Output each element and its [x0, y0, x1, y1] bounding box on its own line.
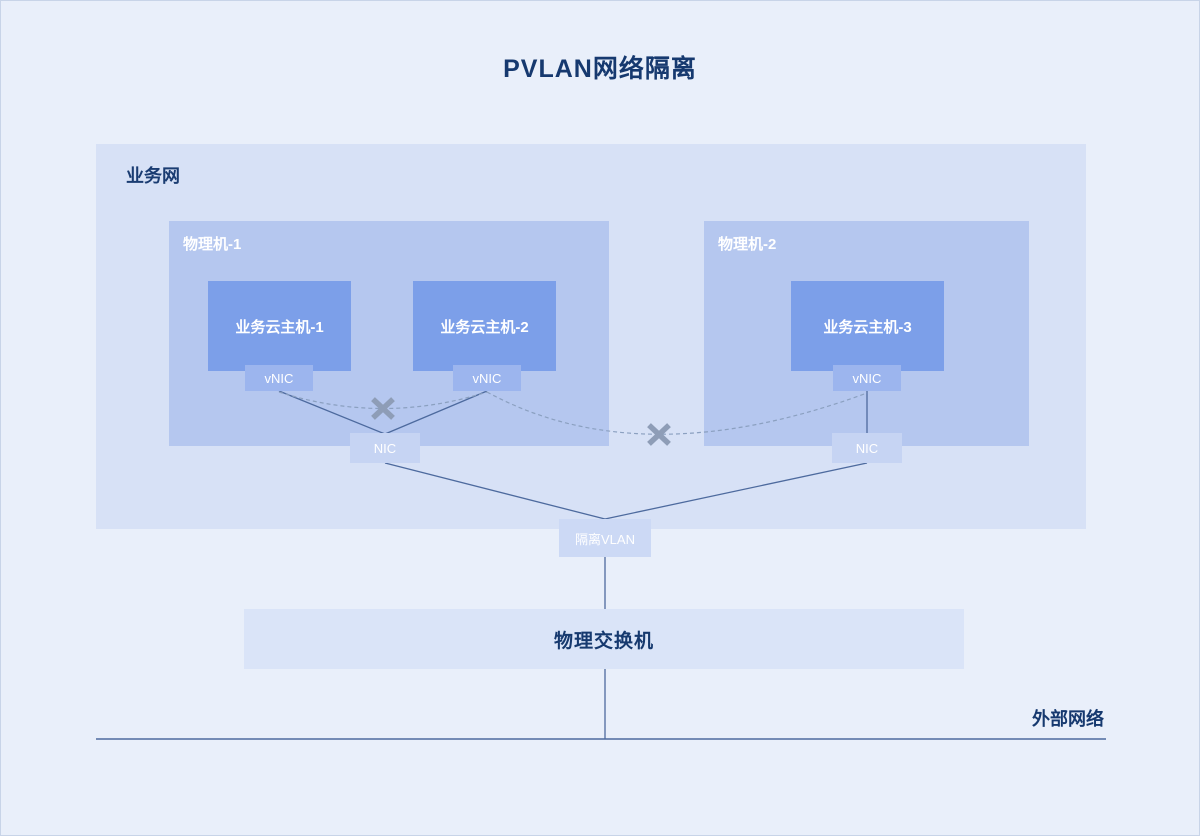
- vnic-badge-1: vNIC: [245, 365, 313, 391]
- cloud-host-2: 业务云主机-2: [413, 281, 556, 371]
- cloud-host-1: 业务云主机-1: [208, 281, 351, 371]
- physical-machine-1-label: 物理机-1: [183, 236, 242, 253]
- isolation-vlan-badge: 隔离VLAN: [559, 519, 651, 557]
- vnic-badge-3: vNIC: [833, 365, 901, 391]
- business-network-label: 业务网: [126, 166, 180, 186]
- physical-machine-2-label: 物理机-2: [718, 236, 777, 253]
- diagram-title: PVLAN网络隔离: [503, 55, 697, 83]
- external-network-label: 外部网络: [1032, 709, 1104, 729]
- vnic-badge-2: vNIC: [453, 365, 521, 391]
- nic-badge-1: NIC: [350, 433, 420, 463]
- nic-badge-2: NIC: [832, 433, 902, 463]
- physical-switch-box: 物理交换机: [244, 609, 964, 669]
- cloud-host-3: 业务云主机-3: [791, 281, 944, 371]
